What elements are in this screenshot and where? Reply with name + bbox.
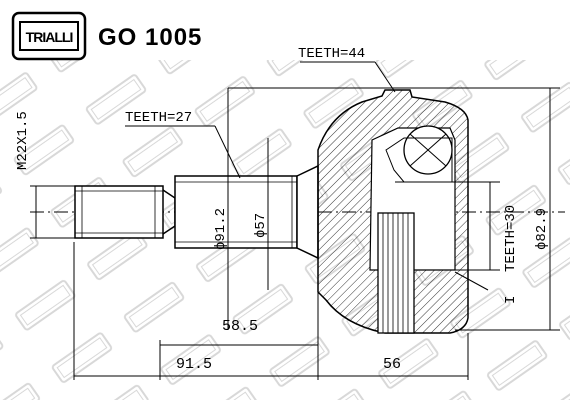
dimension-lines xyxy=(30,61,560,380)
marker-label: I xyxy=(503,296,519,304)
dia-829-label: ϕ82.9 xyxy=(534,208,550,250)
shaft-spline xyxy=(174,164,319,260)
dia-912-label: ϕ91.2 xyxy=(213,208,229,250)
teeth-shaft-label: TEETH=27 xyxy=(125,110,192,126)
thread-label: M22X1.5 xyxy=(15,111,31,170)
len-915-label: 91.5 xyxy=(176,356,212,373)
brand-logo: TRIALLI xyxy=(11,11,87,61)
part-number: GO 1005 xyxy=(98,24,203,51)
len-56-label: 56 xyxy=(383,356,401,373)
bell-housing xyxy=(317,89,469,334)
len-585-label: 58.5 xyxy=(222,318,258,335)
thread-stub xyxy=(74,185,176,239)
dia-57-label: ϕ57 xyxy=(253,213,269,238)
teeth-inner-label: TEETH=30 xyxy=(503,205,519,272)
logo-text: TRIALLI xyxy=(26,29,73,45)
teeth-outer-label: TEETH=44 xyxy=(298,46,365,62)
